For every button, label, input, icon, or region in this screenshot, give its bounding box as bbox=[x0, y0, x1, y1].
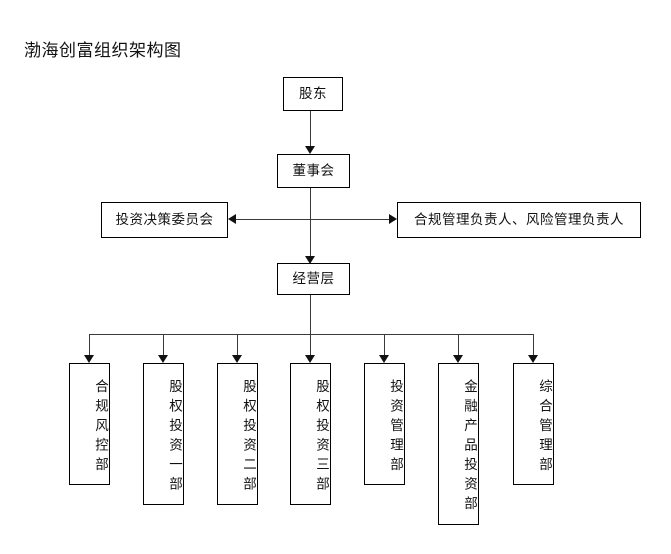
node-dept-compliance[interactable]: 合规风控部 bbox=[69, 363, 110, 485]
connector-drop-dept-equity-3 bbox=[310, 334, 311, 355]
arrowhead-investment-committee-in bbox=[228, 214, 236, 224]
node-dept-equity-2[interactable]: 股权投资二部 bbox=[217, 363, 258, 505]
arrowhead-compliance-risk-head-in bbox=[389, 214, 397, 224]
arrowhead-dept-equity-1-in bbox=[158, 355, 168, 363]
node-dept-general-mgmt[interactable]: 综合管理部 bbox=[513, 363, 554, 485]
arrowhead-dept-inv-mgmt-in bbox=[379, 355, 389, 363]
node-compliance-risk-head[interactable]: 合规管理负责人、风险管理负责人 bbox=[397, 202, 641, 238]
page-title: 渤海创富组织架构图 bbox=[24, 41, 182, 61]
connector-drop-dept-inv-mgmt bbox=[384, 334, 385, 355]
connector-drop-dept-fin-product bbox=[458, 334, 459, 355]
connector-committee-bar bbox=[234, 219, 392, 220]
connector-drop-dept-equity-1 bbox=[163, 334, 164, 355]
node-dept-inv-mgmt[interactable]: 投资管理部 bbox=[364, 363, 405, 485]
node-board[interactable]: 董事会 bbox=[277, 154, 350, 188]
node-investment-committee[interactable]: 投资决策委员会 bbox=[101, 202, 228, 238]
node-shareholders[interactable]: 股东 bbox=[283, 77, 343, 111]
connector-drop-dept-general-mgmt bbox=[533, 334, 534, 355]
arrowhead-dept-compliance-in bbox=[84, 355, 94, 363]
arrowhead-dept-equity-2-in bbox=[232, 355, 242, 363]
arrowhead-dept-general-mgmt-in bbox=[528, 355, 538, 363]
arrowhead-board-in bbox=[305, 146, 315, 154]
connector-board-to-management bbox=[310, 188, 311, 256]
node-dept-fin-product[interactable]: 金融产品投资部 bbox=[438, 363, 479, 525]
connector-drop-dept-equity-2 bbox=[237, 334, 238, 355]
arrowhead-management-in bbox=[305, 256, 315, 264]
node-management[interactable]: 经营层 bbox=[277, 263, 350, 295]
connector-shareholders-to-board bbox=[310, 110, 311, 146]
arrowhead-dept-fin-product-in bbox=[453, 355, 463, 363]
connector-management-to-bus bbox=[310, 294, 311, 334]
node-dept-equity-3[interactable]: 股权投资三部 bbox=[290, 363, 331, 505]
connector-drop-dept-compliance bbox=[89, 334, 90, 355]
connector-department-bus bbox=[89, 334, 533, 335]
node-dept-equity-1[interactable]: 股权投资一部 bbox=[143, 363, 184, 505]
arrowhead-dept-equity-3-in bbox=[305, 355, 315, 363]
